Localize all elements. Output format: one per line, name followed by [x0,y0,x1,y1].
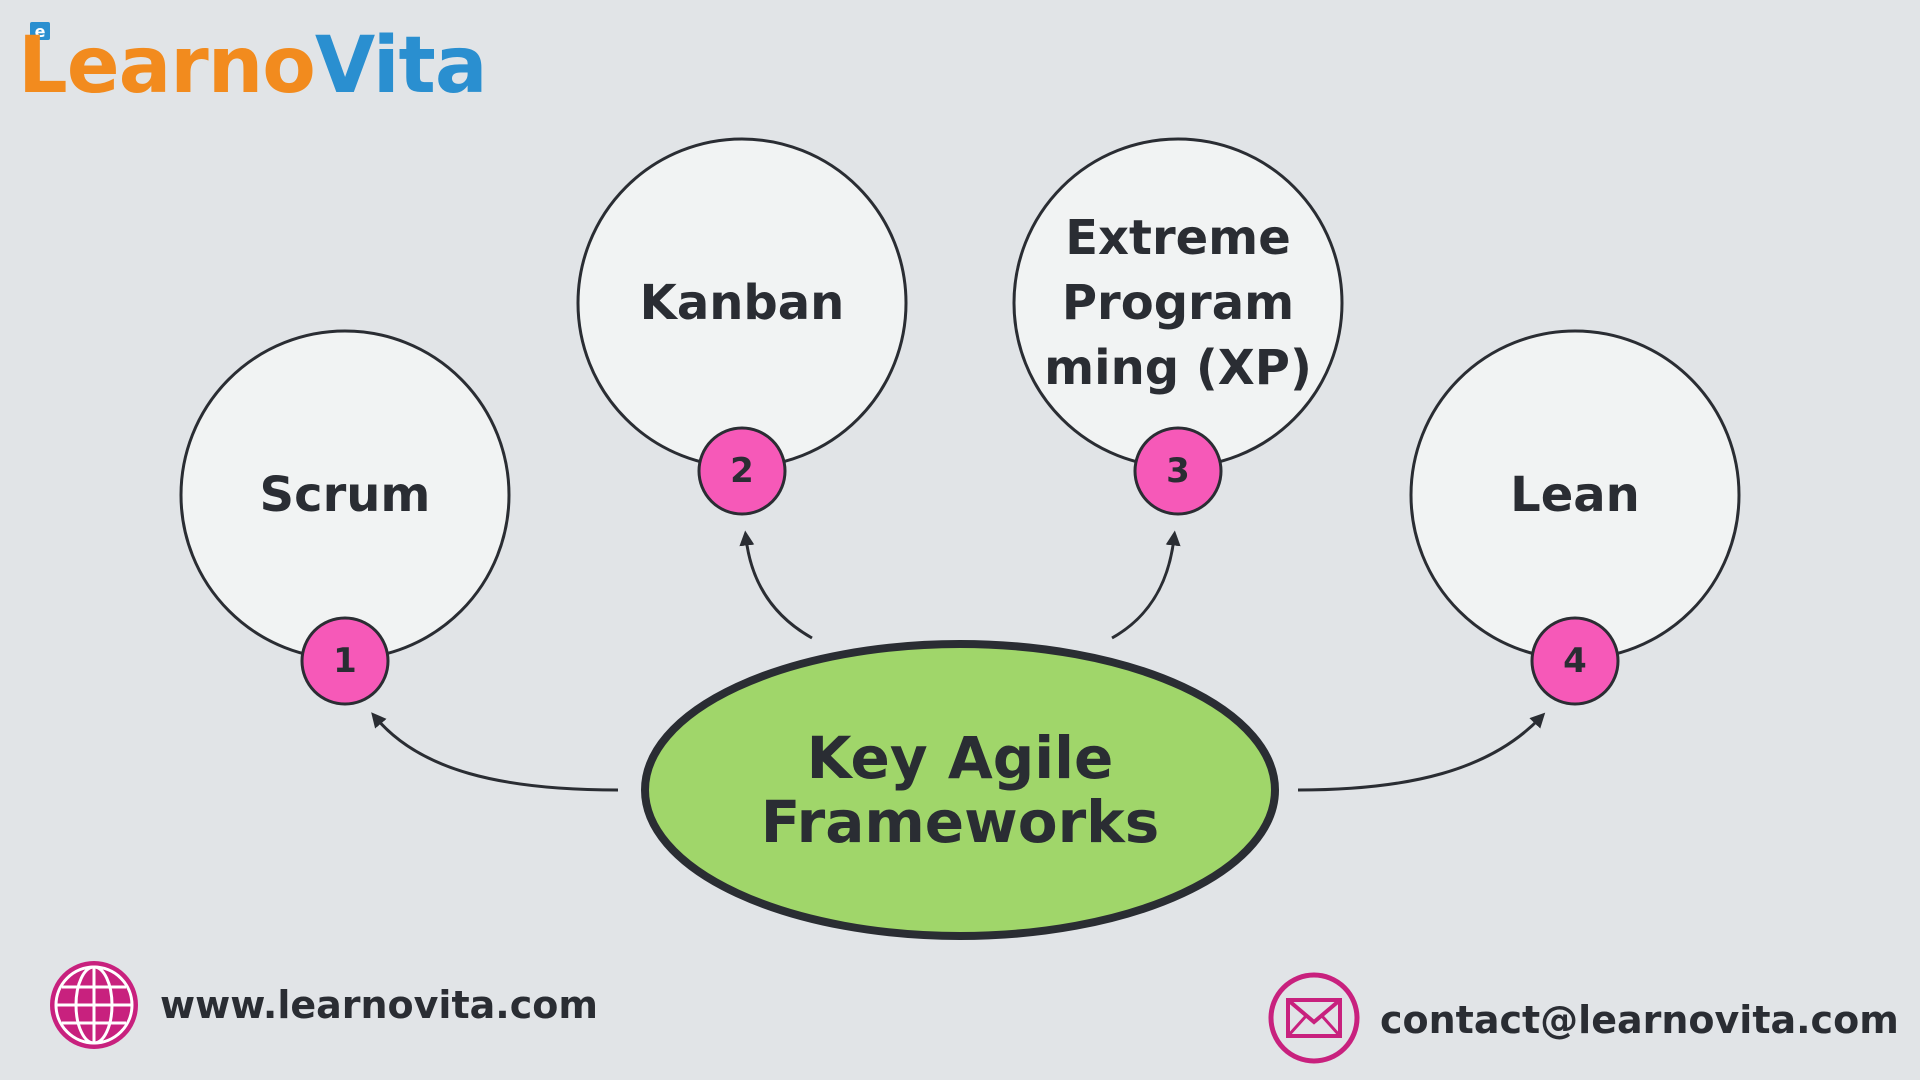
globe-icon [50,961,138,1049]
logo-badge-box [30,22,50,40]
badge-circle-1 [300,616,390,706]
logo-badge-letter: e [35,22,46,41]
badge-number-3: 3 [1166,451,1190,491]
footer-website[interactable]: www.learnovita.com [140,975,598,1035]
badge-number-1: 1 [333,641,357,681]
mail-icon [1268,972,1360,1064]
arrow-to-kanban [739,530,813,640]
website-link[interactable]: www.learnovita.com [160,983,598,1027]
center-ellipse [641,640,1279,940]
badge-circle-4 [1530,616,1620,706]
center-title: Key Agile Frameworks [760,724,1160,856]
logo-wordmark: LearnoVita [18,21,486,111]
logo-part-vita: Vita [315,21,487,111]
arrow-to-scrum [371,712,619,792]
footer-email[interactable]: contact@learnovita.com [1362,990,1899,1050]
framework-label-kanban: Kanban [639,274,845,331]
arrow-to-xp [1111,530,1181,640]
framework-label-xp: Extreme Program ming (XP) [1044,209,1312,396]
arrow-to-lean [1297,712,1546,792]
badge-number-4: 4 [1563,641,1587,681]
logo-graphic: e LearnoVita [18,21,487,111]
framework-label-scrum: Scrum [259,466,431,523]
logo-part-learno: Learno [18,21,315,111]
badge-circle-3 [1133,426,1223,516]
email-link[interactable]: contact@learnovita.com [1380,998,1899,1042]
badge-number-2: 2 [730,451,754,491]
badge-circle-2 [697,426,787,516]
framework-label-lean: Lean [1510,466,1640,523]
learnovita-logo: e LearnoVita [18,14,487,111]
